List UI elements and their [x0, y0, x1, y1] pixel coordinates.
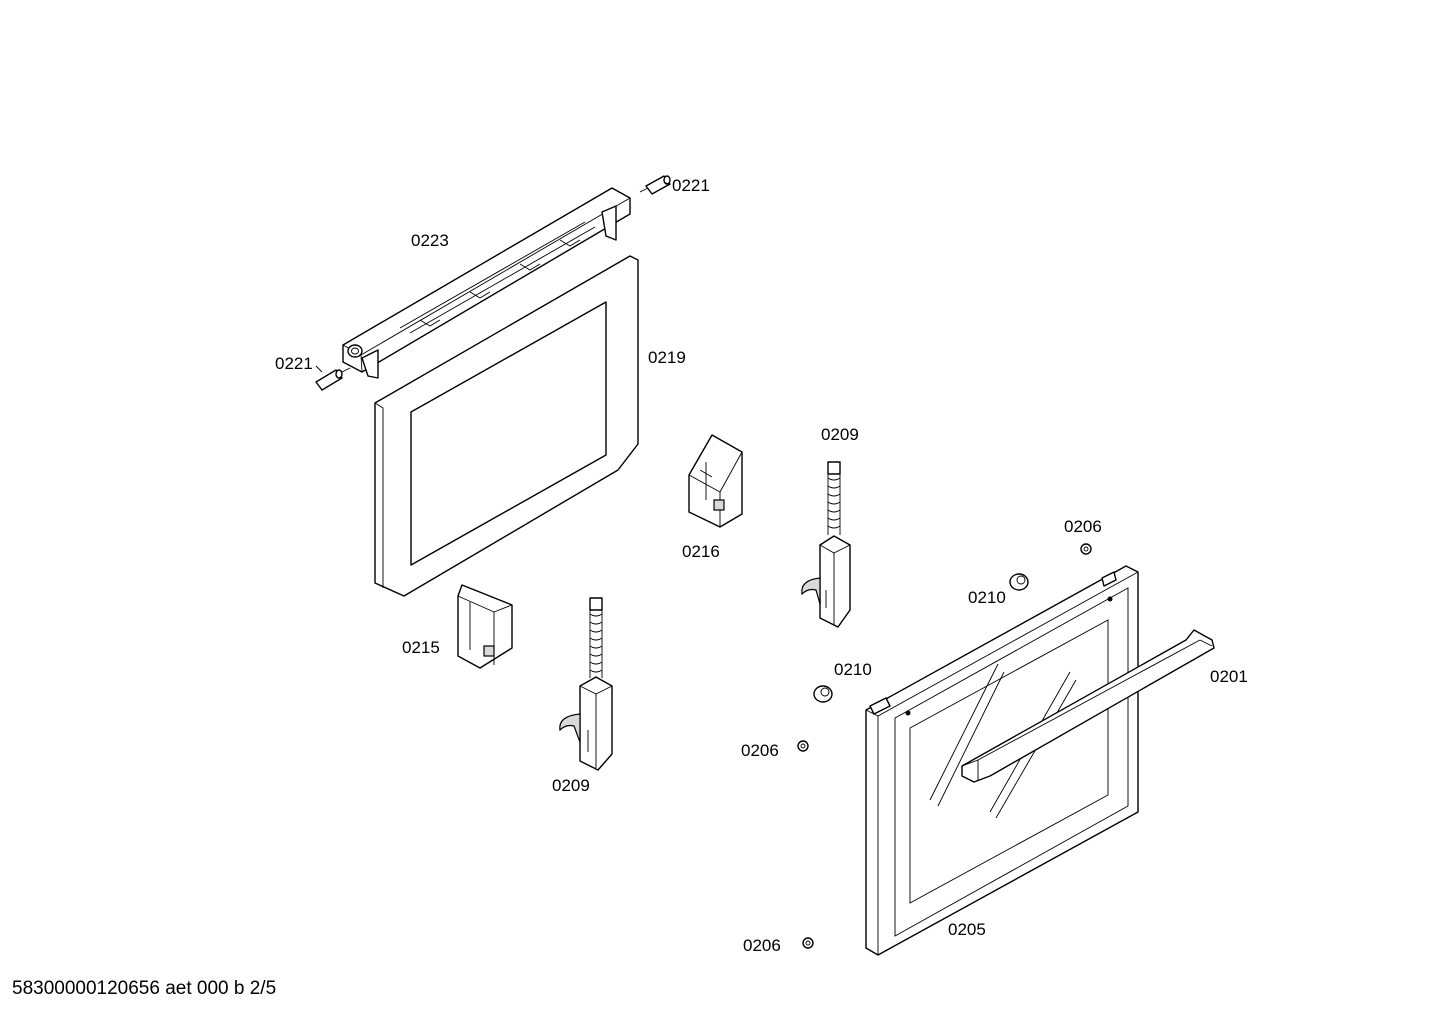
- part-0210-washer-upper: [1009, 573, 1029, 591]
- part-0221-pin-lower: [315, 367, 351, 391]
- label-0206-top: 0206: [1064, 517, 1102, 536]
- part-0201-handle: [961, 629, 1215, 783]
- part-0219-inner-glass: [374, 255, 639, 597]
- label-0201: 0201: [1210, 667, 1248, 686]
- part-0209-hinge-lower: [559, 597, 613, 771]
- part-0206-screw-top: [1080, 543, 1092, 555]
- label-0221-upper: 0221: [672, 176, 710, 195]
- label-0210-lower: 0210: [834, 660, 872, 679]
- part-0206-screw-mid: [797, 740, 809, 752]
- part-0210-washer-lower: [813, 685, 833, 703]
- leader-lines: [315, 181, 671, 373]
- label-0221-lower: 0221: [275, 354, 313, 373]
- label-0215: 0215: [402, 638, 440, 657]
- diagram-reference-footer: 58300000120656 aet 000 b 2/5: [12, 978, 277, 999]
- label-0209-upper: 0209: [821, 425, 859, 444]
- part-0223-top-rail: [342, 187, 631, 379]
- label-0206-mid: 0206: [741, 741, 779, 760]
- part-0215-bracket: [457, 584, 513, 669]
- part-0206-screw-bottom: [802, 937, 814, 949]
- part-0209-hinge-upper: [801, 461, 851, 628]
- label-0223: 0223: [411, 231, 449, 250]
- label-0219: 0219: [648, 348, 686, 367]
- label-0205: 0205: [948, 920, 986, 939]
- label-0216: 0216: [682, 542, 720, 561]
- label-0210-upper: 0210: [968, 588, 1006, 607]
- part-0221-pin-upper: [639, 175, 671, 195]
- label-0209-lower: 0209: [552, 776, 590, 795]
- label-0206-bottom: 0206: [743, 936, 781, 955]
- part-0216-bracket: [688, 434, 743, 528]
